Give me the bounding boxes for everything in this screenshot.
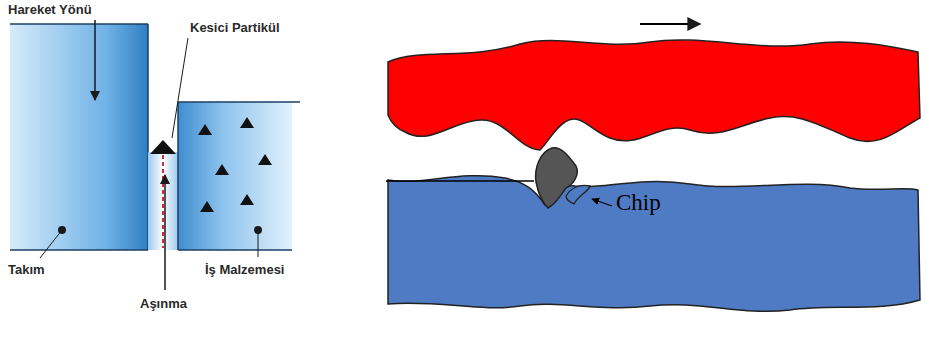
tool-body bbox=[10, 24, 148, 250]
direction-arrow bbox=[640, 23, 700, 25]
wear-gap bbox=[148, 152, 178, 250]
upper-surface bbox=[388, 40, 920, 150]
wear-arrow bbox=[164, 175, 166, 290]
chip-label: Chip bbox=[616, 190, 661, 216]
particle-label: Kesici Partikül bbox=[190, 20, 280, 35]
leader-line bbox=[386, 180, 534, 181]
wear-label: Aşınma bbox=[140, 296, 187, 311]
chip-shape bbox=[566, 185, 590, 204]
wear-line bbox=[162, 155, 164, 248]
motion-label: Hareket Yönü bbox=[8, 2, 92, 17]
tool-label: Takım bbox=[8, 262, 45, 277]
right-figure bbox=[386, 24, 920, 311]
left-figure bbox=[10, 20, 300, 290]
lower-surface bbox=[388, 176, 920, 312]
work-label: İş Malzemesi bbox=[205, 262, 285, 277]
chip-arrow bbox=[592, 199, 612, 206]
motion-arrow bbox=[94, 20, 96, 100]
work-body bbox=[178, 102, 292, 250]
cutting-particle bbox=[150, 140, 176, 154]
